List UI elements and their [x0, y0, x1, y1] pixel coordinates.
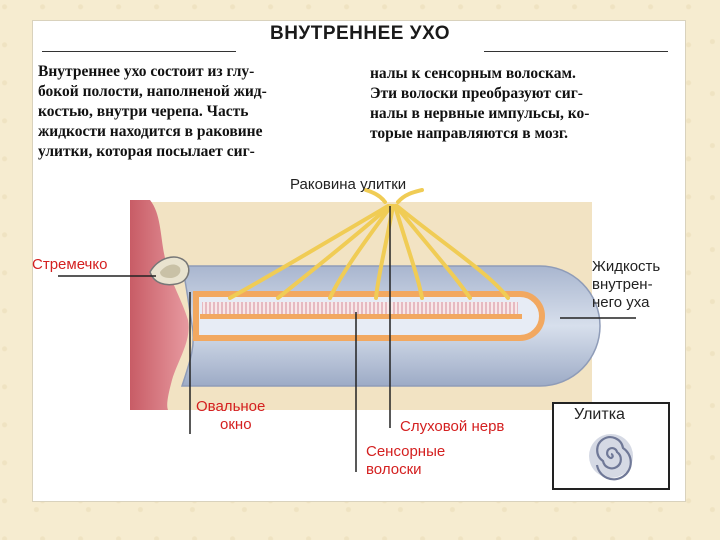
label-line: волоски — [366, 461, 445, 479]
cochlea-shell-label: Раковина улитки — [290, 176, 406, 193]
label-line: него уха — [592, 294, 660, 312]
stapes-label: Стремечко — [32, 256, 107, 273]
oval-window-label: Овальное окно — [196, 398, 265, 434]
label-line: Овальное — [196, 398, 265, 416]
sensory-hairs-label: Сенсорные волоски — [366, 443, 445, 479]
cochlea-spiral-icon — [554, 404, 668, 488]
inner-ear-fluid-label: Жидкость внутрен- него уха — [592, 258, 660, 312]
cochlea-inset: Улитка — [552, 402, 670, 490]
auditory-nerve-label: Слуховой нерв — [400, 418, 504, 435]
label-line: Сенсорные — [366, 443, 445, 461]
label-line: Жидкость — [592, 258, 660, 276]
basilar-membrane — [200, 314, 522, 319]
sensory-hairs-strip — [202, 302, 518, 314]
label-line: окно — [196, 416, 265, 434]
label-line: внутрен- — [592, 276, 660, 294]
